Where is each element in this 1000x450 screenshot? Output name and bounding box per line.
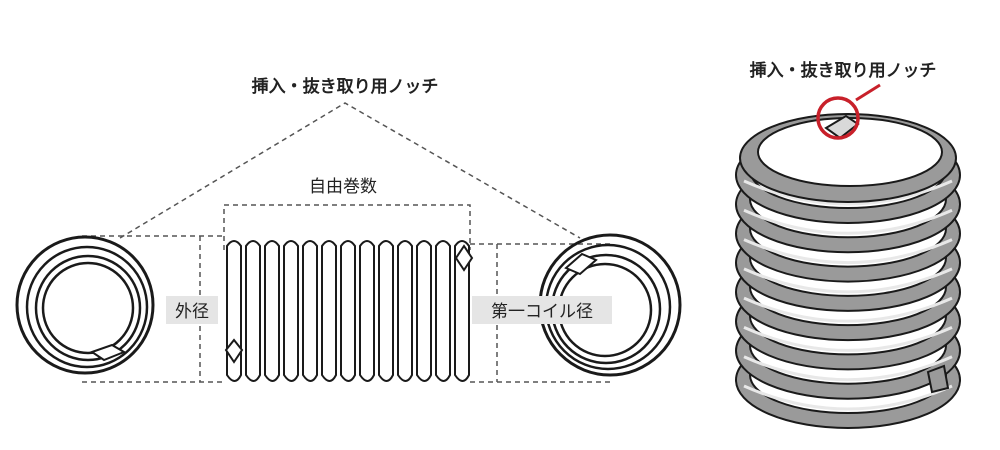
left-notch-tang (89, 343, 127, 362)
stack-coil-highlight (743, 355, 953, 382)
stack-coil-highlight (743, 296, 953, 323)
left-ring-innermost (41, 261, 135, 355)
coil-turn (416, 240, 432, 382)
right-notch-tang (564, 252, 598, 276)
coil-side-view (224, 240, 474, 382)
coil-turn (321, 240, 337, 382)
stack-coil-highlight (743, 267, 953, 294)
coil-turn (245, 240, 261, 382)
outer-diameter-label: 外径 (175, 302, 209, 322)
notch-leader-lines (119, 102, 581, 239)
stack-coil-highlight (743, 179, 953, 206)
left-ring-outer (15, 235, 155, 375)
stack-coil-highlight (743, 384, 953, 411)
left-ring-middle (25, 245, 149, 369)
left-ring-inner (34, 254, 142, 362)
free-coils-label-bg (298, 172, 388, 198)
outer-diameter-label-bg (166, 296, 218, 324)
notch-label-left: 挿入・抜き取り用ノッチ (252, 76, 439, 97)
coil-turn (283, 240, 299, 382)
stack-coil-highlight (743, 326, 953, 352)
coil-turn (264, 240, 280, 382)
coil-turn (378, 240, 394, 382)
coil-turn (454, 240, 470, 382)
coil-turn (340, 240, 356, 382)
coil-turn (435, 240, 451, 382)
stack-coil-highlight (743, 208, 953, 235)
free-coils-label: 自由巻数 (309, 177, 377, 197)
notch-highlight-circle (816, 96, 860, 140)
side-tang-right (454, 244, 474, 272)
coil-turn (302, 240, 318, 382)
stack-coil-highlight (743, 238, 953, 264)
stack-bottom-tail (926, 364, 950, 394)
first-coil-diameter-label: 第一コイル径 (491, 302, 593, 322)
coil-turn (359, 240, 375, 382)
first-coil-diameter-label-bg (472, 296, 612, 324)
notch-label-right: 挿入・抜き取り用ノッチ (750, 60, 937, 81)
coil-3d-view (735, 113, 961, 429)
notch-highlight-leader (855, 83, 881, 102)
left-end-view (15, 235, 155, 375)
coil-turn (397, 240, 413, 382)
side-tang-left (224, 338, 244, 364)
free-coils-bracket (223, 204, 471, 250)
